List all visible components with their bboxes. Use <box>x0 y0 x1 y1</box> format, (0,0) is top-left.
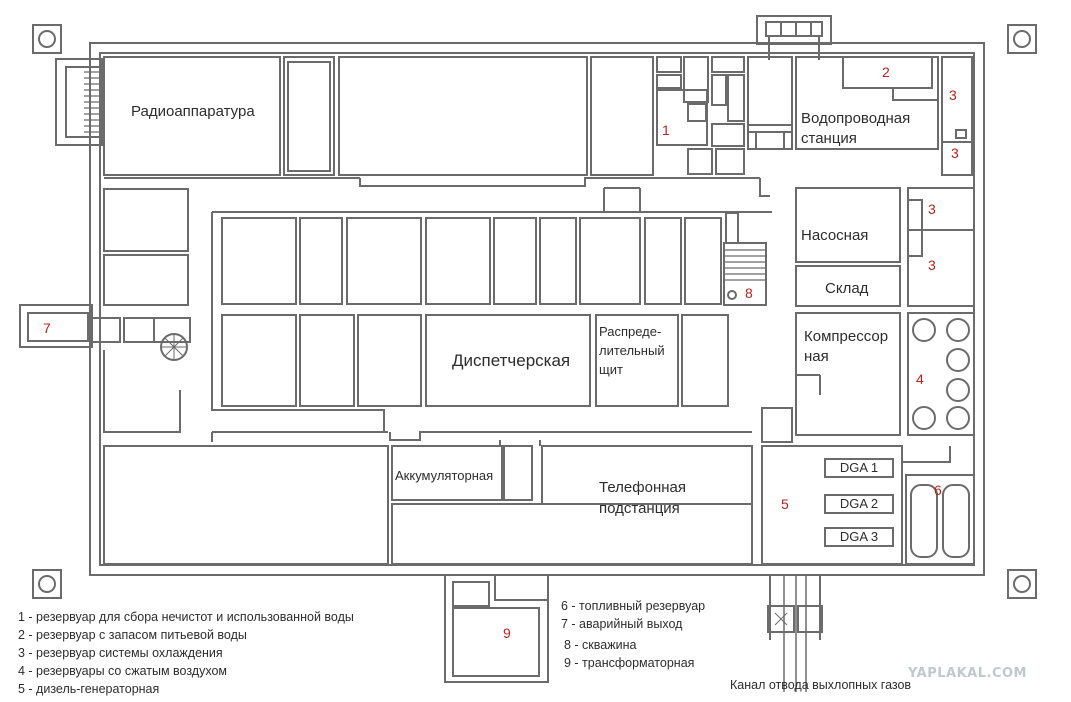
dga1-box: DGA 1 <box>824 458 894 478</box>
phone-substation <box>391 503 753 565</box>
marker-2: 2 <box>882 64 890 80</box>
compressor-label-2: ная <box>804 348 829 365</box>
marker-3c: 3 <box>928 201 936 217</box>
marker-7: 7 <box>43 320 51 336</box>
legend-item-3: 3 - резервуар системы охлаждения <box>18 646 223 660</box>
radio-room-label: Радиоаппаратура <box>131 103 255 120</box>
marker-4: 4 <box>916 371 924 387</box>
dispatch-label: Диспетчерская <box>452 351 571 370</box>
marker-6: 6 <box>934 482 942 498</box>
legend-item-6: 6 - топливный резервуар <box>561 599 706 613</box>
legend-item-9: 9 - трансформаторная <box>564 656 695 670</box>
legend-item-2: 2 - резервуар с запасом питьевой воды <box>18 628 247 642</box>
dga2-box: DGA 2 <box>824 494 894 514</box>
legend-item-5: 5 - дизель-генераторная <box>18 682 160 696</box>
corner-marker-top-right <box>1007 24 1037 54</box>
water-station-label-2: станция <box>801 130 857 147</box>
distribution-label-3: щит <box>599 362 623 377</box>
watermark: YAPLAKAL.COM <box>908 666 1027 681</box>
phone-substation-label-2: подстанция <box>599 500 680 517</box>
legend-item-8: 8 - скважина <box>564 638 637 652</box>
battery-room <box>391 445 503 501</box>
diesel-generator-room <box>761 445 903 565</box>
marker-1: 1 <box>662 122 670 138</box>
marker-3d: 3 <box>928 257 936 273</box>
compressor-label-1: Компрессор <box>804 328 889 345</box>
marker-8: 8 <box>745 285 753 301</box>
store-label: Склад <box>825 280 869 297</box>
dispatch-room <box>425 314 591 407</box>
corner-marker-bottom-right <box>1007 569 1037 599</box>
legend-item-7: 7 - аварийный выход <box>561 617 683 631</box>
water-station-label-1: Водопроводная <box>801 110 911 127</box>
legend-item-4: 4 - резервуары со сжатым воздухом <box>18 664 228 678</box>
corner-marker-top-left <box>32 24 62 54</box>
air-tanks <box>912 318 970 430</box>
marker-9: 9 <box>503 625 511 641</box>
radio-room <box>103 56 281 176</box>
battery-room-label: Аккумуляторная <box>395 468 494 483</box>
outer-wall <box>89 42 985 576</box>
distribution-label-2: лительный <box>599 343 665 358</box>
phone-substation-label-1: Телефонная <box>599 479 686 496</box>
legend-item-1: 1 - резервуар для сбора нечистот и испол… <box>18 610 354 624</box>
corner-marker-bottom-left <box>32 569 62 599</box>
distribution-board-room <box>595 314 679 407</box>
pump-room-label: Насосная <box>801 227 869 244</box>
dga3-box: DGA 3 <box>824 527 894 547</box>
marker-3b: 3 <box>951 145 959 161</box>
exhaust-caption: Канал отвода выхлопных газов <box>730 678 912 692</box>
marker-3a: 3 <box>949 87 957 103</box>
distribution-label-1: Распреде- <box>599 324 662 339</box>
marker-5: 5 <box>781 496 789 512</box>
